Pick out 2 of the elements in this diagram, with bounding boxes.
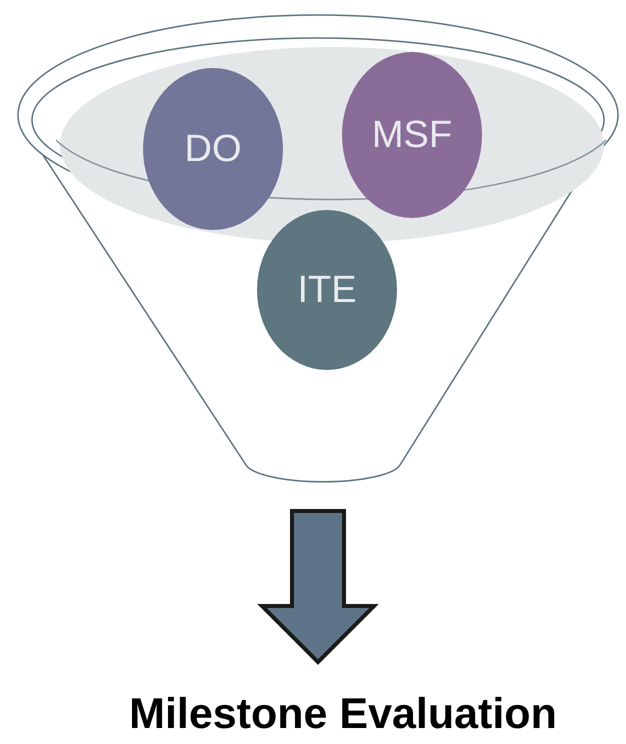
arrow [257,509,379,665]
result-label: Milestone Evaluation [60,690,626,744]
